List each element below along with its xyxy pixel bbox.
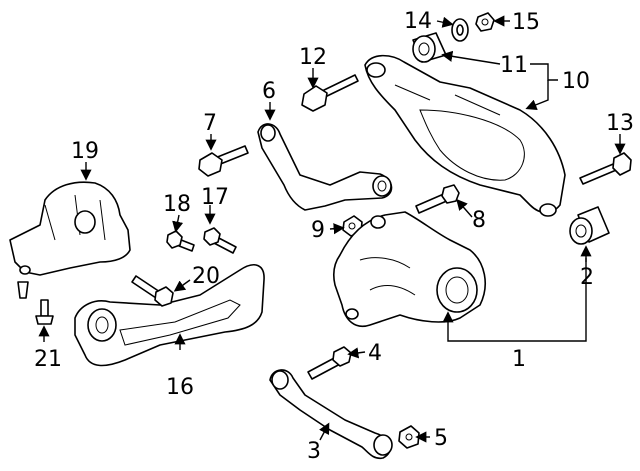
callout-16: 16 — [166, 375, 194, 400]
callout-7: 7 — [203, 111, 217, 136]
bolt-21 — [35, 299, 54, 325]
bolt-13 — [579, 152, 632, 185]
bolt-7 — [198, 145, 249, 177]
leader-lines — [38, 15, 626, 443]
callout-17: 17 — [201, 185, 229, 210]
callout-13: 13 — [606, 111, 634, 136]
callout-1: 1 — [512, 347, 526, 372]
bolt-8 — [415, 184, 460, 214]
callout-9: 9 — [311, 218, 325, 243]
callout-20: 20 — [192, 264, 220, 289]
callout-labels: 1 2 3 4 5 6 7 8 9 10 11 12 13 14 15 16 1… — [34, 9, 634, 464]
callout-19: 19 — [71, 139, 99, 164]
bolt-17 — [203, 227, 237, 254]
callout-10: 10 — [562, 69, 590, 94]
bolt-18 — [166, 230, 195, 252]
callout-6: 6 — [262, 79, 276, 104]
callout-15: 15 — [512, 10, 540, 35]
callout-5: 5 — [434, 426, 448, 451]
callout-8: 8 — [472, 208, 486, 233]
bushing-11 — [412, 32, 447, 63]
control-arm — [364, 54, 566, 217]
bracket-19 — [9, 181, 131, 299]
bolt-20 — [131, 275, 174, 307]
trailing-arm-16 — [74, 264, 265, 367]
callout-21: 21 — [34, 347, 62, 372]
callout-12: 12 — [299, 45, 327, 70]
callout-3: 3 — [307, 439, 321, 464]
lower-link-3 — [269, 369, 393, 460]
nut-15 — [475, 12, 495, 32]
callout-4: 4 — [368, 341, 382, 366]
knuckle-1 — [333, 211, 486, 327]
callout-14: 14 — [404, 9, 432, 34]
washer-14 — [451, 18, 469, 42]
bolt-4 — [307, 346, 352, 380]
bushing-2 — [569, 206, 610, 245]
callout-2: 2 — [580, 265, 594, 290]
callout-18: 18 — [163, 192, 191, 217]
bolt-12 — [301, 74, 359, 112]
nut-5 — [398, 425, 420, 449]
upper-link-6 — [257, 123, 393, 211]
callout-11: 11 — [500, 53, 528, 78]
